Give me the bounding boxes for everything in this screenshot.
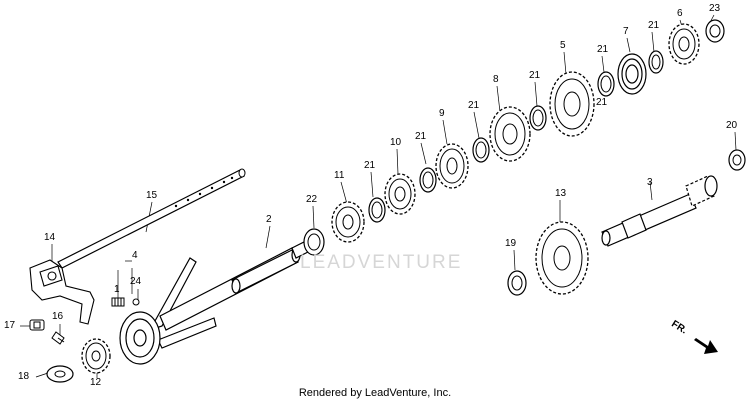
callout-21-g: 21 (364, 160, 376, 171)
gear-11 (331, 201, 365, 243)
washer-20 (728, 149, 746, 171)
callout-21-e: 21 (468, 100, 480, 111)
callout-15: 15 (146, 190, 158, 201)
callout-24: 24 (130, 276, 142, 287)
callout-4: 4 (132, 250, 138, 261)
watermark: LEADVENTURE (300, 252, 463, 273)
washer-21-f (419, 167, 437, 193)
bolt-16 (51, 331, 65, 345)
callout-22: 22 (306, 194, 318, 205)
leader-lines (20, 14, 737, 378)
callout-13: 13 (555, 188, 567, 199)
callout-1: 1 (114, 284, 120, 295)
callout-12: 12 (90, 377, 102, 388)
callout-20: 20 (726, 120, 738, 131)
main-shaft-2 (159, 241, 309, 331)
callout-5: 5 (560, 40, 566, 51)
callout-23: 23 (709, 3, 721, 14)
callout-6: 6 (677, 8, 683, 19)
washer-23 (705, 19, 725, 43)
shift-fork-14 (29, 259, 95, 325)
callout-8: 8 (493, 74, 499, 85)
gear-6 (668, 23, 700, 65)
bearing-7 (617, 53, 647, 95)
callout-21-c: 21 (597, 44, 609, 55)
gear-10 (384, 173, 416, 215)
footer-credit: Rendered by LeadVenture, Inc. (298, 387, 452, 399)
callout-17: 17 (4, 320, 16, 331)
callout-18: 18 (18, 371, 30, 382)
callout-11: 11 (334, 170, 345, 181)
gear-9 (435, 143, 469, 189)
callout-16: 16 (52, 311, 64, 322)
gear-8 (489, 106, 531, 162)
callout-21-d: 21 (529, 70, 541, 81)
shift-fork-shaft-15 (57, 168, 246, 269)
callout-21-f: 21 (415, 131, 427, 142)
washer-21-e (472, 137, 490, 163)
washer-21-b (648, 50, 664, 74)
fork-pin-17 (29, 319, 45, 331)
callout-19: 19 (505, 238, 517, 249)
washer-18 (46, 365, 74, 383)
callout-21-a: 21 (596, 97, 608, 108)
callout-21-b: 21 (648, 20, 660, 31)
callout-10: 10 (390, 137, 402, 148)
callout-2: 2 (266, 214, 272, 225)
washer-19 (507, 270, 527, 296)
shift-drum-4 (119, 257, 217, 365)
gear-12 (81, 338, 111, 374)
counter-shaft-3 (601, 175, 718, 247)
washer-21-c (597, 71, 615, 97)
callout-9: 9 (439, 108, 445, 119)
washer-21-g (368, 197, 386, 223)
spring-1 (111, 297, 125, 307)
washer-21-d (529, 105, 547, 131)
washer-22 (303, 228, 325, 256)
callout-14: 14 (44, 232, 56, 243)
front-arrow-icon (694, 338, 718, 354)
ball-24 (132, 298, 140, 306)
callout-3: 3 (647, 177, 653, 188)
gear-5 (549, 71, 595, 137)
gear-13 (535, 221, 589, 295)
callout-7: 7 (623, 26, 629, 37)
